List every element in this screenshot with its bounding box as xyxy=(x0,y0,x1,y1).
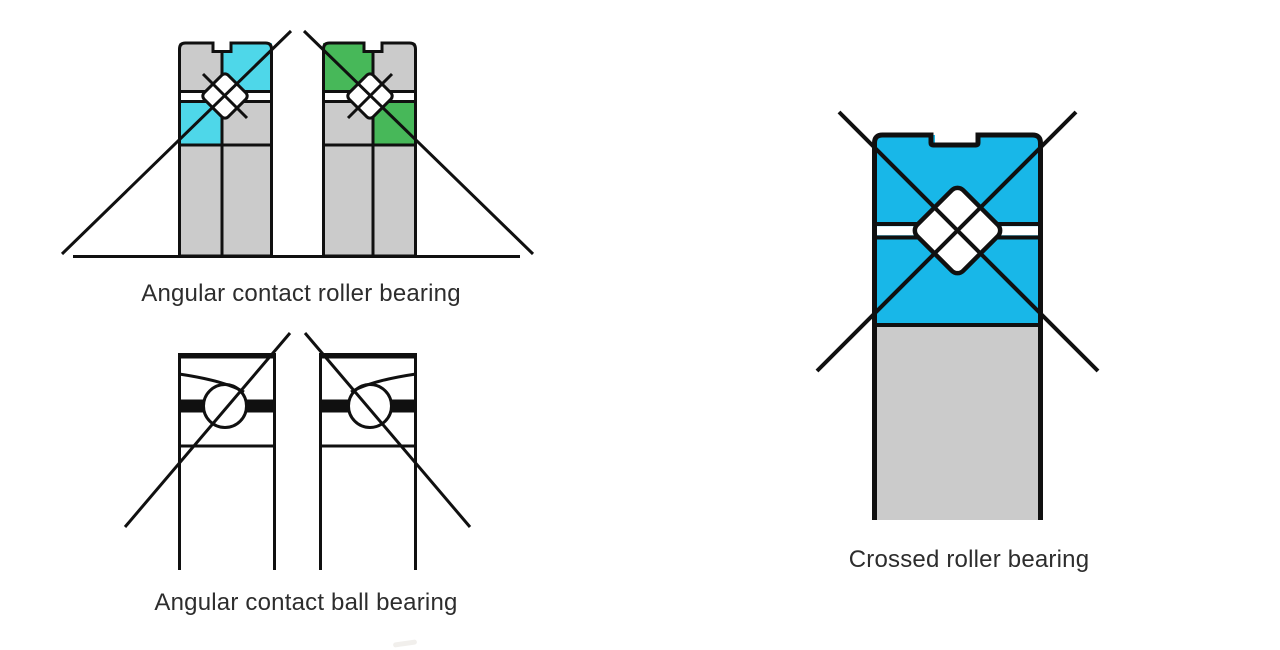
inner-ring-body xyxy=(874,325,1041,520)
angular-contact-ball-bearing-diagram xyxy=(123,332,472,570)
angular-contact-roller-bearing-diagram xyxy=(60,29,535,258)
crossed-contact-line-b xyxy=(815,110,1078,373)
inner-ring-body xyxy=(322,143,417,258)
roller-bearing-right-section xyxy=(302,29,535,258)
ring-outline xyxy=(872,132,1043,520)
contact-angle-line-right xyxy=(303,332,472,528)
outer-ring-outline xyxy=(322,41,417,147)
ball-bearing-right-section xyxy=(303,332,472,570)
contact-angle-line-left xyxy=(60,29,293,256)
caption-angular-contact-ball-bearing: Angular contact ball bearing xyxy=(154,589,458,616)
caption-crossed-roller-bearing: Crossed roller bearing xyxy=(848,546,1090,573)
outer-ring-top-edge xyxy=(319,353,417,359)
roller-bearing-left-section xyxy=(60,29,293,258)
crossed-roller-bearing-diagram xyxy=(815,110,1100,520)
crossed-contact-line-a xyxy=(837,110,1100,373)
ball-bearing-left-section xyxy=(123,332,292,570)
outer-ring-top-edge xyxy=(178,353,276,359)
inner-ring-body xyxy=(178,143,273,258)
outer-ring-outline xyxy=(178,41,273,147)
contact-angle-line-right xyxy=(302,29,535,256)
notch-cutout xyxy=(362,40,384,52)
notch-cutout xyxy=(935,130,978,143)
caption-angular-contact-roller-bearing: Angular contact roller bearing xyxy=(141,280,461,307)
notch-cutout xyxy=(211,40,233,52)
contact-angle-line-left xyxy=(123,332,292,528)
